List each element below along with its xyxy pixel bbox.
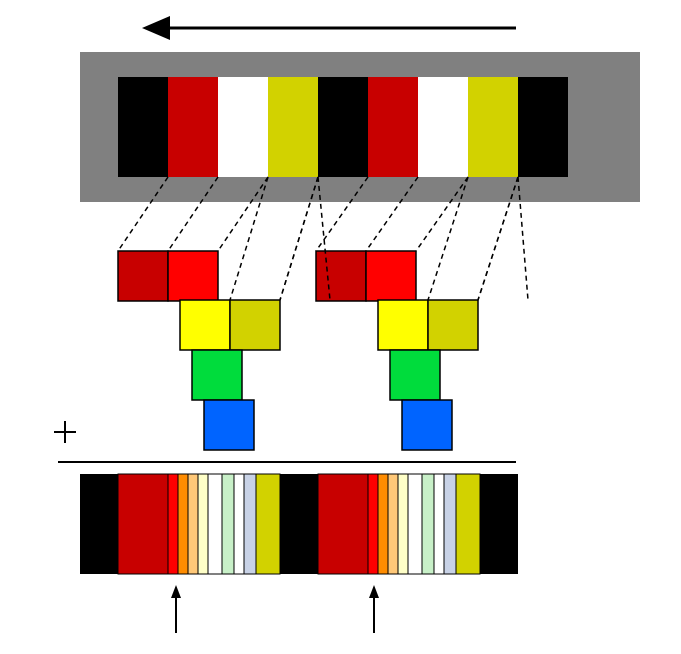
bottom-strip-band-pale_yellow	[197, 473, 209, 575]
block-red	[365, 250, 417, 302]
bottom-strip-band-pale_green	[421, 473, 435, 575]
top-strip-band-olive_yellow	[268, 77, 318, 177]
projection-line	[217, 176, 269, 252]
top-strip-band-olive_yellow	[468, 77, 518, 177]
bottom-strip-band-black	[280, 474, 318, 574]
block-dark_red	[315, 250, 367, 302]
projection-line	[477, 176, 519, 301]
block-yellow	[377, 299, 429, 351]
marker-arrow-head	[171, 585, 181, 598]
top-strip-band-black	[118, 77, 168, 177]
block-yellow	[179, 299, 231, 351]
block-olive_yellow	[427, 299, 479, 351]
bottom-strip-band-pale_green	[221, 473, 235, 575]
bottom-strip-band-pale_blue	[243, 473, 257, 575]
direction-arrow-head	[142, 16, 170, 40]
projection-line	[229, 176, 269, 301]
projection-line	[279, 176, 319, 301]
bottom-strip-band-light_orange	[387, 473, 399, 575]
projection-line	[415, 176, 469, 252]
top-strip-band-white	[418, 77, 468, 177]
top-strip-band-dark_red	[168, 77, 218, 177]
block-olive_yellow	[229, 299, 281, 351]
bottom-strip-band-white	[433, 473, 445, 575]
marker-arrow-head	[369, 585, 379, 598]
top-strip-band-white	[218, 77, 268, 177]
block-green	[191, 349, 243, 401]
bottom-strip-band-pale_blue	[443, 473, 457, 575]
bottom-strip-band-dark_red	[317, 473, 369, 575]
bottom-strip-band-light_orange	[187, 473, 199, 575]
top-strip-band-black	[318, 77, 368, 177]
projection-line	[315, 176, 369, 252]
bottom-strip-band-black	[480, 474, 518, 574]
bottom-strip-band-pale_yellow	[397, 473, 409, 575]
projection-line	[517, 176, 529, 301]
bottom-strip-band-white	[407, 473, 423, 575]
projection-line	[427, 176, 469, 301]
projection-line	[317, 176, 331, 301]
bottom-strip-band-orange	[177, 473, 189, 575]
bottom-strip-band-white	[207, 473, 223, 575]
block-green	[389, 349, 441, 401]
projection-line	[167, 176, 219, 252]
top-strip-band-dark_red	[368, 77, 418, 177]
bottom-strip-band-olive_yellow	[455, 473, 481, 575]
projection-line	[117, 176, 169, 252]
projection-line	[365, 176, 419, 252]
block-blue	[401, 399, 453, 451]
bottom-strip-band-olive_yellow	[255, 473, 281, 575]
bottom-strip-band-dark_red	[117, 473, 169, 575]
bottom-strip-band-black	[80, 474, 118, 574]
block-red	[167, 250, 219, 302]
plus-sign	[54, 421, 76, 443]
bottom-strip-band-red	[367, 473, 379, 575]
block-dark_red	[117, 250, 169, 302]
bottom-strip-band-orange	[377, 473, 389, 575]
bottom-strip-band-white	[233, 473, 245, 575]
bottom-strip-band-red	[167, 473, 179, 575]
top-strip-band-black	[518, 77, 568, 177]
block-blue	[203, 399, 255, 451]
